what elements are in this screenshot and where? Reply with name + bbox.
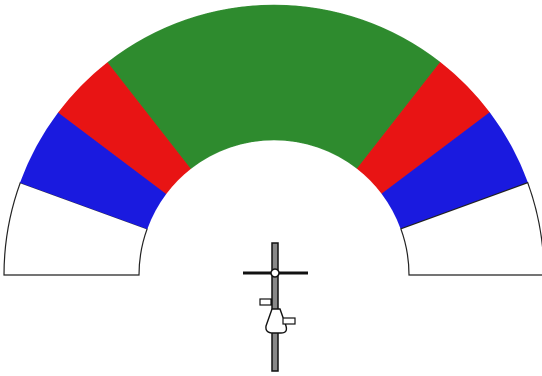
post-shaft: [272, 243, 278, 371]
gauge-bands: [4, 5, 542, 275]
post-figure-icon: [243, 243, 308, 371]
post-tag-upper: [260, 299, 271, 305]
post-tag-right: [283, 318, 295, 324]
post-knot: [271, 269, 279, 277]
